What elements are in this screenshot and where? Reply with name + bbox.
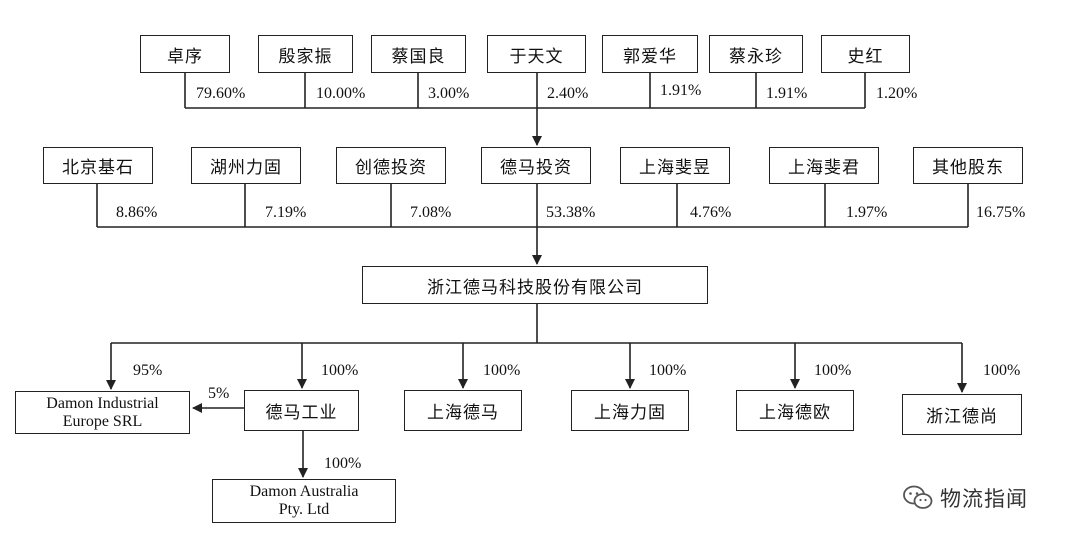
subsidiary-box: 上海力固 — [571, 390, 689, 431]
ownership-percent: 3.00% — [428, 85, 470, 102]
ownership-percent: 10.00% — [316, 85, 366, 102]
ownership-percent: 16.75% — [976, 204, 1026, 221]
shareholder-box: 殷家振 — [258, 35, 353, 73]
subsidiary-name-line: Damon Australia — [249, 483, 359, 500]
shareholder-box: 卓序 — [140, 35, 230, 73]
company-box: 浙江德马科技股份有限公司 — [362, 266, 708, 304]
ownership-percent: 79.60% — [196, 85, 246, 102]
subsidiary-box: 上海德马 — [404, 390, 522, 431]
shareholder-box: 史红 — [821, 35, 910, 73]
shareholder-box: 其他股东 — [913, 147, 1023, 184]
wechat-icon — [903, 485, 933, 509]
shareholder-box: 蔡永珍 — [709, 35, 803, 73]
subsidiary-name-line: Pty. Ltd — [278, 501, 330, 518]
shareholder-box: 于天文 — [487, 35, 586, 73]
ownership-percent: 1.97% — [846, 204, 888, 221]
watermark: 物流指闻 — [902, 478, 1062, 518]
ownership-percent: 7.19% — [265, 204, 307, 221]
subsidiary-name-line: Damon Industrial — [46, 394, 159, 412]
watermark-text: 物流指闻 — [940, 487, 1028, 511]
ownership-percent: 8.86% — [116, 204, 158, 221]
ownership-percent: 1.20% — [876, 85, 918, 102]
subsidiary-box: 上海德欧 — [736, 390, 854, 431]
ownership-percent: 100% — [321, 362, 359, 379]
shareholder-box: 上海斐君 — [769, 147, 879, 184]
shareholder-box: 湖州力固 — [191, 147, 301, 184]
ownership-percent: 1.91% — [766, 85, 808, 102]
subsidiary-box-australia: Damon Australia Pty. Ltd — [212, 479, 396, 523]
ownership-percent: 100% — [983, 362, 1021, 379]
ownership-percent: 4.76% — [690, 204, 732, 221]
ownership-percent: 100% — [814, 362, 852, 379]
shareholder-box: 创德投资 — [336, 147, 446, 184]
shareholder-box: 上海斐昱 — [620, 147, 730, 184]
ownership-percent: 100% — [483, 362, 521, 379]
ownership-percent: 100% — [649, 362, 687, 379]
shareholder-box: 蔡国良 — [371, 35, 466, 73]
ownership-percent: 100% — [324, 455, 362, 472]
shareholder-box: 郭爱华 — [602, 35, 698, 73]
ownership-percent: 95% — [133, 362, 163, 379]
ownership-percent: 1.91% — [660, 82, 702, 99]
subsidiary-name-line: Europe SRL — [62, 412, 143, 430]
shareholder-box: 德马投资 — [481, 147, 591, 184]
ownership-percent: 7.08% — [410, 204, 452, 221]
ownership-percent: 53.38% — [546, 204, 596, 221]
subsidiary-box: 德马工业 — [244, 390, 359, 431]
ownership-percent: 2.40% — [547, 85, 589, 102]
subsidiary-box-europe: Damon Industrial Europe SRL — [15, 391, 190, 434]
ownership-percent-europe-link: 5% — [208, 385, 230, 402]
shareholder-box: 北京基石 — [43, 147, 153, 184]
subsidiary-box: 浙江德尚 — [902, 394, 1022, 435]
